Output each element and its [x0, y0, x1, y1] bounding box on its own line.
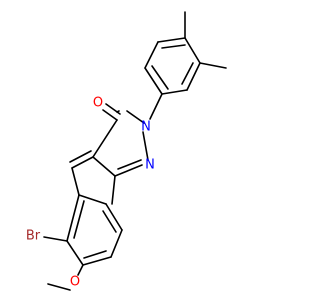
bond-c5-n1	[126, 110, 145, 124]
bond-c3-methyl	[111, 175, 116, 205]
nitrogen-1-label: N	[141, 120, 151, 135]
bond-ur-4	[184, 37, 201, 64]
bond-ur-1	[144, 67, 163, 95]
bond-lr-4	[82, 256, 112, 266]
bond-c-o-methoxy	[77, 264, 84, 276]
bond-lr-2	[105, 203, 123, 231]
bond-lr-1	[78, 194, 107, 205]
bonds	[43, 11, 227, 291]
bond-lr-6-inner	[73, 200, 85, 239]
bond-c3-c4	[92, 156, 116, 177]
bond-lr-6	[66, 194, 80, 242]
bond-lr-2-inner	[102, 210, 117, 233]
bond-n2-c3	[114, 164, 143, 177]
oxygen-carbonyl-label: O	[93, 96, 103, 111]
bond-c-br	[43, 236, 68, 242]
bond-ur-1-inner	[151, 65, 169, 90]
bond-o-ch3	[47, 283, 71, 291]
bond-ur-5-inner	[181, 62, 194, 85]
bond-ur-5	[186, 62, 201, 91]
nitrogen-2-label: N	[145, 158, 155, 173]
molecule-structure: O N N Br O	[26, 11, 227, 291]
bond-ch-ring	[71, 167, 80, 196]
bond-lr-3	[110, 229, 123, 258]
bond-methyl-meta	[199, 62, 227, 69]
bond-c4-c5	[92, 119, 118, 158]
carbonyl-bond	[102, 103, 121, 121]
bond-n2-c3-double	[117, 159, 142, 170]
bond-ur-3-inner	[161, 44, 186, 49]
bond-n1-aryl	[149, 93, 163, 120]
bond-lr-5	[66, 240, 84, 266]
atom-labels: O N N Br O	[26, 96, 155, 290]
bond-n1-n2	[142, 131, 149, 161]
bond-c5-o-2	[105, 103, 121, 115]
bond-c4-ch	[71, 156, 94, 169]
bond-ur-2	[144, 41, 159, 69]
bromine-label: Br	[26, 229, 41, 244]
bond-ur-6	[161, 89, 188, 95]
bond-ur-3	[157, 37, 186, 43]
bond-lr-4-inner	[83, 250, 107, 259]
bond-c5-o-1	[102, 109, 118, 121]
bond-c4-ch-double	[69, 150, 92, 163]
oxygen-methoxy-label: O	[70, 275, 80, 290]
